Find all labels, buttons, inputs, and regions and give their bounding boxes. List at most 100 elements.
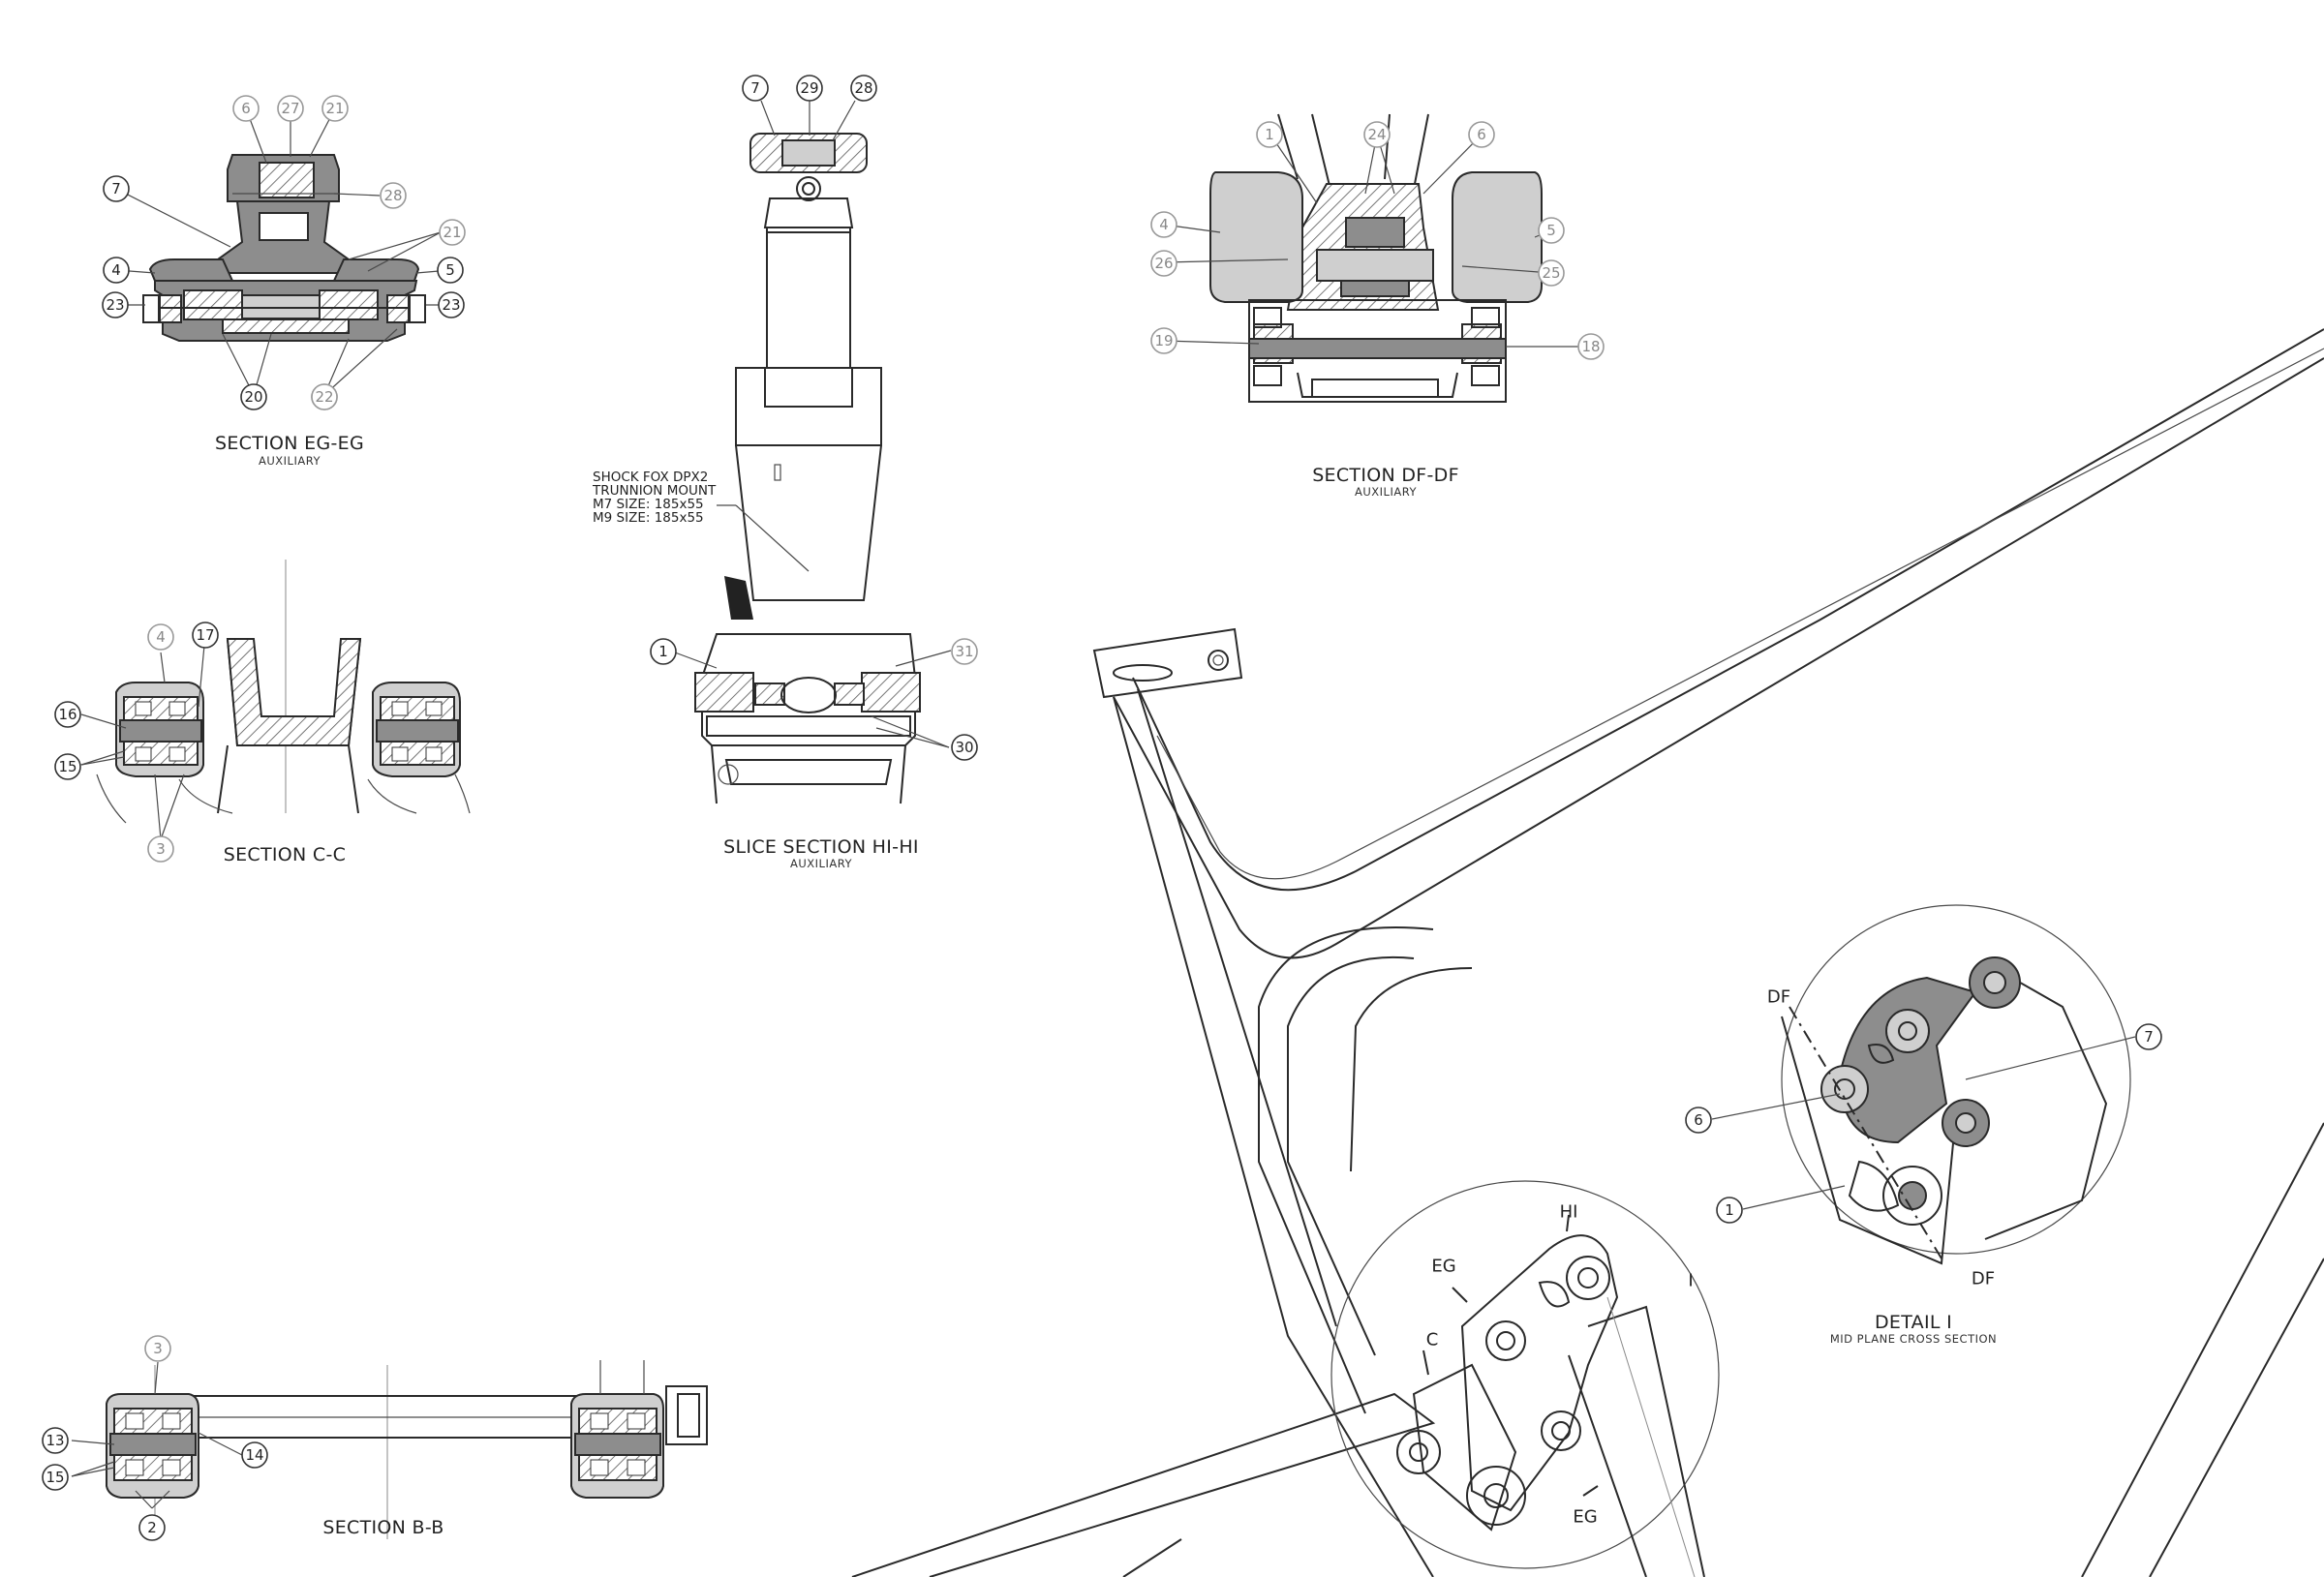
- svg-text:7: 7: [111, 180, 121, 197]
- shock-absorber-view: [694, 133, 921, 804]
- svg-text:17: 17: [196, 626, 214, 644]
- svg-text:2: 2: [147, 1519, 157, 1536]
- callout-balloon: 23: [438, 291, 465, 318]
- section-c-c-title: SECTION C-C: [224, 844, 346, 865]
- callout-balloon: 4: [103, 257, 130, 284]
- callout-balloon: 6: [232, 95, 260, 122]
- marker-hi: HI: [1560, 1202, 1578, 1223]
- section-b-b-title: SECTION B-B: [322, 1517, 443, 1538]
- shock-note-line-3: M7 SIZE: 185x55: [593, 497, 704, 512]
- svg-text:14: 14: [245, 1446, 263, 1464]
- section-eg-eg-title: SECTION EG-EG: [215, 433, 364, 454]
- callout-balloon: 5: [1538, 217, 1565, 244]
- callout-balloon: 21: [321, 95, 349, 122]
- svg-text:27: 27: [281, 100, 299, 117]
- shock-note-line-1: SHOCK FOX DPX2: [593, 470, 708, 485]
- section-eg-eg-view: [142, 154, 426, 342]
- section-b-b-leaders: [71, 1361, 243, 1509]
- section-eg-eg-subtitle: AUXILIARY: [259, 454, 321, 468]
- callout-balloon: 24: [1363, 121, 1391, 148]
- callout-balloon: 25: [1538, 259, 1565, 287]
- svg-text:18: 18: [1581, 338, 1600, 355]
- callout-balloon: 21: [439, 219, 466, 246]
- svg-text:6: 6: [1477, 126, 1486, 143]
- section-df-df-title: SECTION DF-DF: [1312, 465, 1459, 486]
- callout-balloon: 19: [1150, 327, 1177, 354]
- svg-text:31: 31: [955, 643, 973, 660]
- svg-text:7: 7: [2144, 1028, 2154, 1046]
- section-hi-hi-title: SLICE SECTION HI-HI: [723, 836, 919, 858]
- callouts-cc: 4 17 16 15 3: [54, 622, 219, 863]
- callout-balloon: 3: [147, 835, 174, 863]
- section-c-c-view: [96, 560, 471, 824]
- svg-text:15: 15: [46, 1469, 64, 1486]
- svg-text:21: 21: [325, 100, 344, 117]
- frame-section-markers: [1422, 1214, 1599, 1497]
- bike-frame-side-view: [851, 328, 2324, 1577]
- svg-text:23: 23: [106, 296, 124, 314]
- svg-text:25: 25: [1542, 264, 1560, 282]
- callout-balloon: 2: [138, 1514, 166, 1541]
- callout-balloon: 7: [2135, 1023, 2162, 1050]
- shock-leaders: [674, 100, 952, 748]
- svg-text:21: 21: [443, 224, 461, 241]
- callout-balloon: 15: [42, 1464, 69, 1491]
- marker-df-bottom: DF: [1972, 1269, 1995, 1289]
- callout-balloon: 7: [742, 75, 769, 102]
- shock-note: SHOCK FOX DPX2 TRUNNION MOUNT M7 SIZE: 1…: [592, 470, 717, 526]
- svg-text:29: 29: [800, 79, 818, 97]
- svg-text:20: 20: [244, 388, 262, 406]
- svg-text:7: 7: [750, 79, 760, 97]
- svg-text:3: 3: [153, 1340, 163, 1357]
- svg-text:22: 22: [315, 388, 333, 406]
- callouts-hi: 7 29 28 1 31 30: [650, 75, 978, 761]
- svg-text:3: 3: [156, 840, 166, 858]
- marker-eg-bottom: EG: [1573, 1507, 1597, 1528]
- svg-text:1: 1: [1725, 1201, 1734, 1219]
- callout-balloon: 29: [796, 75, 823, 102]
- marker-df-top: DF: [1767, 987, 1790, 1008]
- callout-balloon: 17: [192, 622, 219, 649]
- section-b-b-view: [106, 1360, 708, 1539]
- section-df-df-view: [1209, 113, 1543, 403]
- svg-text:15: 15: [58, 758, 76, 775]
- section-hi-hi-subtitle: AUXILIARY: [790, 857, 852, 870]
- svg-text:16: 16: [58, 706, 76, 723]
- callouts-detail-i: 7 6 1: [1685, 1023, 2162, 1224]
- callout-balloon: 13: [42, 1427, 69, 1454]
- callout-balloon: 28: [380, 182, 407, 209]
- svg-text:19: 19: [1154, 332, 1173, 349]
- callout-balloon: 1: [1256, 121, 1283, 148]
- svg-text:5: 5: [1546, 222, 1556, 239]
- svg-text:23: 23: [442, 296, 460, 314]
- svg-text:13: 13: [46, 1432, 64, 1449]
- callouts-bb: 3 13 14 15 2: [42, 1335, 268, 1541]
- detail-i-title: DETAIL I: [1875, 1312, 1952, 1333]
- detail-i-view: [1781, 904, 2131, 1265]
- svg-text:30: 30: [955, 739, 973, 756]
- callout-balloon: 6: [1468, 121, 1495, 148]
- svg-text:6: 6: [1694, 1111, 1703, 1129]
- svg-text:6: 6: [241, 100, 251, 117]
- callout-balloon: 18: [1577, 333, 1605, 360]
- marker-eg-top: EG: [1431, 1257, 1455, 1277]
- marker-i: I: [1688, 1271, 1693, 1291]
- svg-text:4: 4: [156, 628, 166, 646]
- callout-balloon: 14: [241, 1441, 268, 1469]
- detail-i-subtitle: MID PLANE CROSS SECTION: [1830, 1332, 1997, 1346]
- callout-balloon: 7: [103, 175, 130, 202]
- svg-text:1: 1: [658, 643, 668, 660]
- section-df-df-subtitle: AUXILIARY: [1355, 485, 1417, 499]
- callout-balloon: 4: [1150, 211, 1177, 238]
- callout-balloon: 6: [1685, 1107, 1712, 1134]
- svg-text:4: 4: [111, 261, 121, 279]
- svg-text:26: 26: [1154, 255, 1173, 272]
- svg-text:24: 24: [1367, 126, 1386, 143]
- callout-balloon: 3: [144, 1335, 171, 1362]
- callout-balloon: 23: [102, 291, 129, 318]
- callout-balloon: 28: [850, 75, 877, 102]
- callout-balloon: 1: [650, 638, 677, 665]
- callout-balloon: 30: [951, 734, 978, 761]
- svg-text:28: 28: [383, 187, 402, 204]
